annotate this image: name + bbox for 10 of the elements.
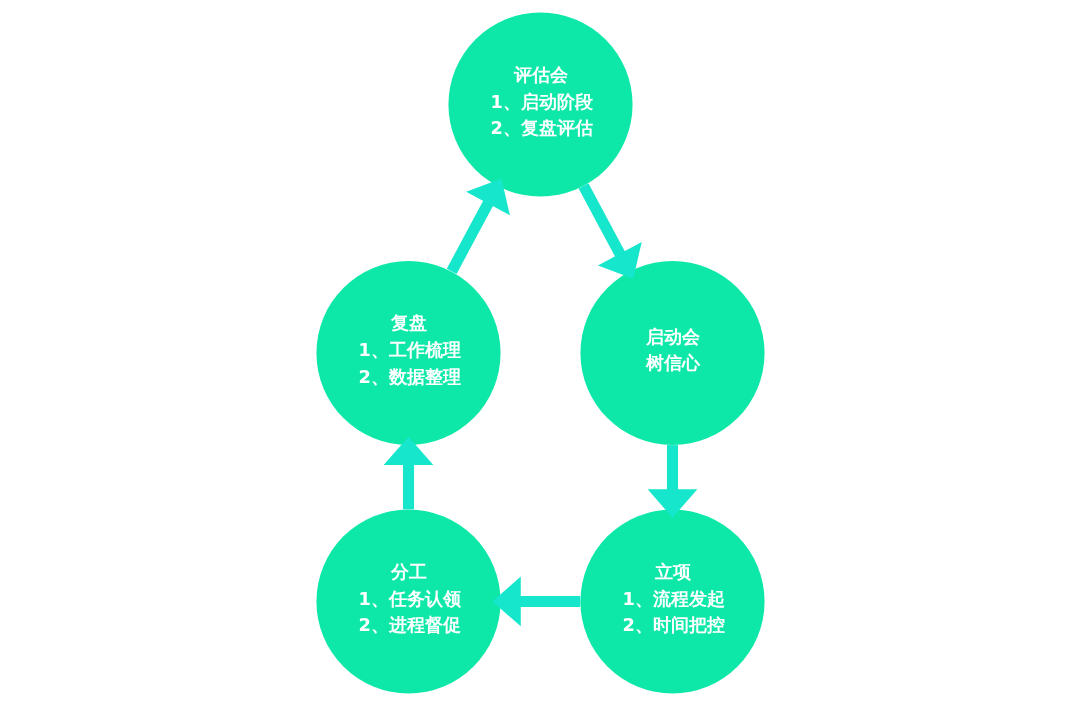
node-circle: 复盘 1、工作梳理 2、数据整理: [315, 260, 501, 446]
arrow: [383, 436, 433, 510]
arrow: [647, 445, 697, 518]
node-circle: 启动会 树信心: [579, 260, 765, 446]
arrow: [446, 178, 510, 274]
node-circle: 立项 1、流程发起 2、时间把控: [579, 509, 765, 694]
arrow: [491, 576, 580, 627]
arrow: [578, 183, 642, 279]
node-circle: 评估会 1、启动阶段 2、复盘评估: [447, 12, 633, 197]
node-circle: 分工 1、任务认领 2、进程督促: [315, 509, 501, 694]
